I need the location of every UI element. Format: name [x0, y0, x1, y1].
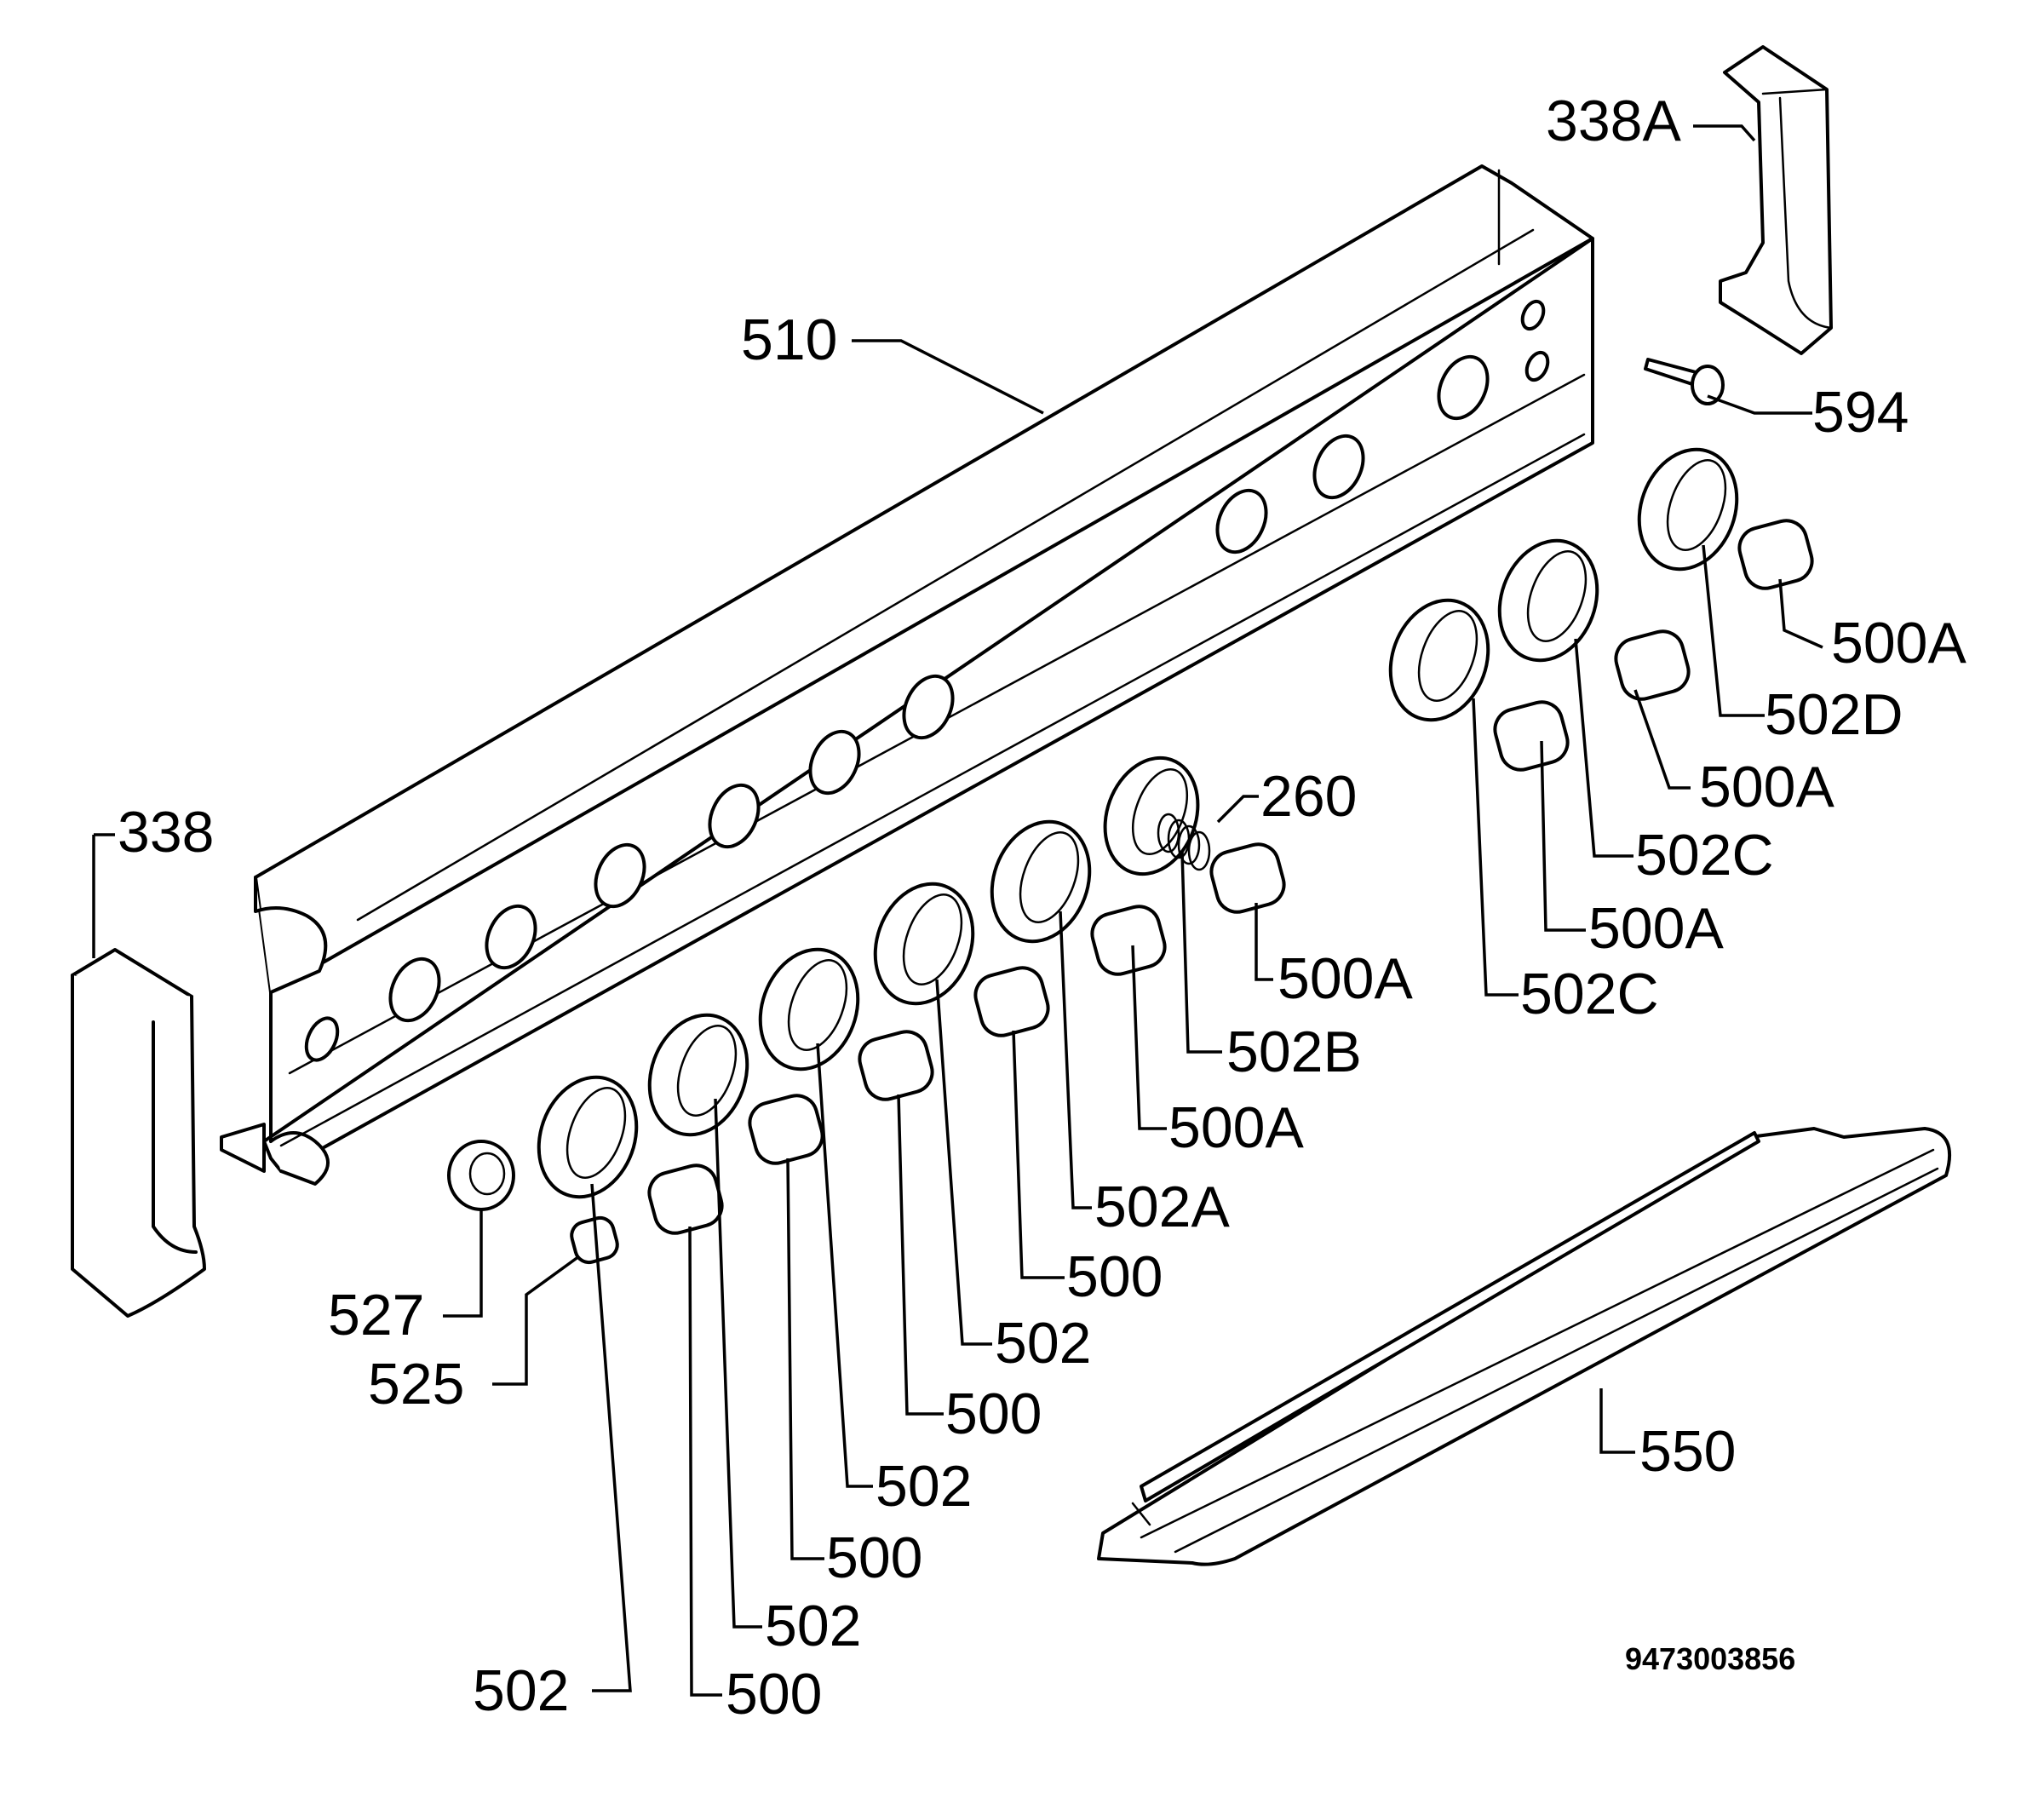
part-bezels — [537, 447, 1739, 1199]
part-525-plug — [570, 1215, 619, 1265]
part-338A-end-cap-right — [1719, 45, 1833, 355]
label-500-d: 500 — [726, 1662, 822, 1726]
part-527-washer — [447, 1140, 515, 1211]
drawing-code: 9473003856 — [1625, 1641, 1795, 1676]
part-594-screw — [1644, 358, 1725, 405]
label-500-b: 500 — [945, 1382, 1042, 1446]
label-500-c: 500 — [826, 1525, 922, 1590]
label-500A-b: 500A — [1699, 755, 1834, 819]
label-338A: 338A — [1546, 89, 1681, 153]
leader-lines — [92, 124, 1823, 1697]
label-502B: 502B — [1226, 1020, 1362, 1084]
part-338-end-cap-left — [71, 948, 206, 1318]
label-502-c: 502 — [765, 1594, 861, 1658]
label-500A-a: 500A — [1831, 611, 1966, 675]
label-502-a: 502 — [995, 1311, 1091, 1376]
label-525: 525 — [368, 1352, 464, 1416]
label-594: 594 — [1812, 380, 1909, 445]
label-502A: 502A — [1094, 1175, 1230, 1239]
label-550: 550 — [1639, 1419, 1736, 1484]
label-502D: 502D — [1765, 682, 1903, 747]
label-500A-e: 500A — [1168, 1095, 1304, 1160]
part-knobs — [647, 519, 1814, 1235]
part-510-control-rail — [220, 164, 1594, 1186]
callout-labels: 338A 510 594 500A 502D 500A 502C 500A 50… — [118, 89, 1966, 1726]
label-502-b: 502 — [876, 1454, 972, 1519]
label-510: 510 — [741, 307, 837, 372]
label-500A-d: 500A — [1278, 946, 1413, 1011]
label-260: 260 — [1260, 764, 1357, 829]
label-502-d: 502 — [473, 1658, 569, 1723]
label-502C-a: 502C — [1635, 823, 1774, 888]
label-500A-c: 500A — [1588, 896, 1724, 961]
label-527: 527 — [328, 1283, 424, 1347]
part-260-spring — [1157, 813, 1211, 871]
label-338: 338 — [118, 800, 214, 865]
part-550-trim-strip — [1097, 1127, 1952, 1566]
label-502C-b: 502C — [1520, 962, 1659, 1026]
label-500-a: 500 — [1066, 1244, 1163, 1309]
